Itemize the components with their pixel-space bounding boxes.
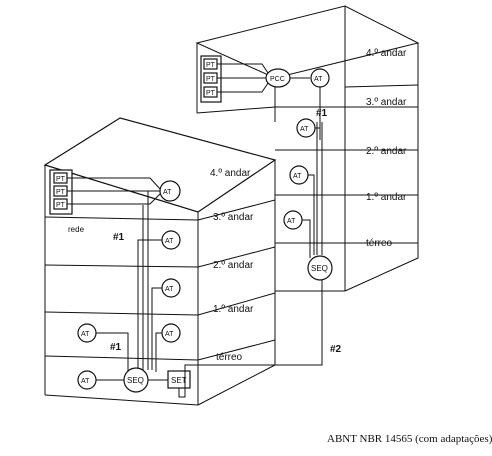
left-floor-1-label: 1.º andar xyxy=(213,304,254,315)
right-floor-1-label: 1.º andar xyxy=(366,192,407,203)
left-at-3-label: AT xyxy=(165,238,174,245)
rede-label: rede xyxy=(68,225,85,234)
right-link-1-label: #1 xyxy=(316,108,328,119)
right-floor-2-label: 2.º andar xyxy=(366,146,407,157)
right-floor-4-label: 4.º andar xyxy=(366,48,407,59)
left-floor-3-label: 3.º andar xyxy=(213,212,254,223)
right-pt-3: PT xyxy=(206,90,216,97)
link-2: #2 xyxy=(178,280,342,398)
right-floor-3-label: 3.º andar xyxy=(366,97,407,108)
right-at-2-label: AT xyxy=(293,173,302,180)
left-link-1-lower-label: #1 xyxy=(110,342,122,353)
right-seq-label: SEQ xyxy=(311,264,328,273)
left-ground-label: térreo xyxy=(216,352,243,363)
left-at-1b-label: AT xyxy=(165,331,174,338)
left-floor-2-label: 2.º andar xyxy=(213,260,254,271)
left-seq-label: SEQ xyxy=(127,376,144,385)
link-2-label: #2 xyxy=(330,344,342,355)
left-floor-4-label: 4.º andar xyxy=(210,168,251,179)
left-at-4-label: AT xyxy=(163,189,172,196)
left-pt-2: PT xyxy=(56,189,66,196)
left-at-2-label: AT xyxy=(165,286,174,293)
right-seq-node xyxy=(307,255,333,281)
right-ground-label: térreo xyxy=(366,238,393,249)
right-pt-2: PT xyxy=(206,76,216,83)
right-pt-1: PT xyxy=(206,62,216,69)
left-set-label: SET xyxy=(171,376,187,385)
right-building: 4.º andar 3.º andar 2.º andar 1.º andar … xyxy=(195,5,420,292)
right-at-4-label: AT xyxy=(314,76,323,83)
left-at-ground-label: AT xyxy=(81,378,90,385)
left-building: 4.º andar 3.º andar 2.º andar 1.º andar … xyxy=(43,117,277,406)
right-pcc-label: PCC xyxy=(270,76,285,83)
source-caption: ABNT NBR 14565 (com adaptações). xyxy=(327,433,492,445)
left-at-4 xyxy=(159,180,181,202)
right-at-1-label: AT xyxy=(287,218,296,225)
left-pt-3: PT xyxy=(56,202,66,209)
left-link-1-upper-label: #1 xyxy=(113,232,125,243)
left-at-1a-label: AT xyxy=(81,331,90,338)
right-at-3-label: AT xyxy=(300,126,309,133)
left-pt-1: PT xyxy=(56,176,66,183)
